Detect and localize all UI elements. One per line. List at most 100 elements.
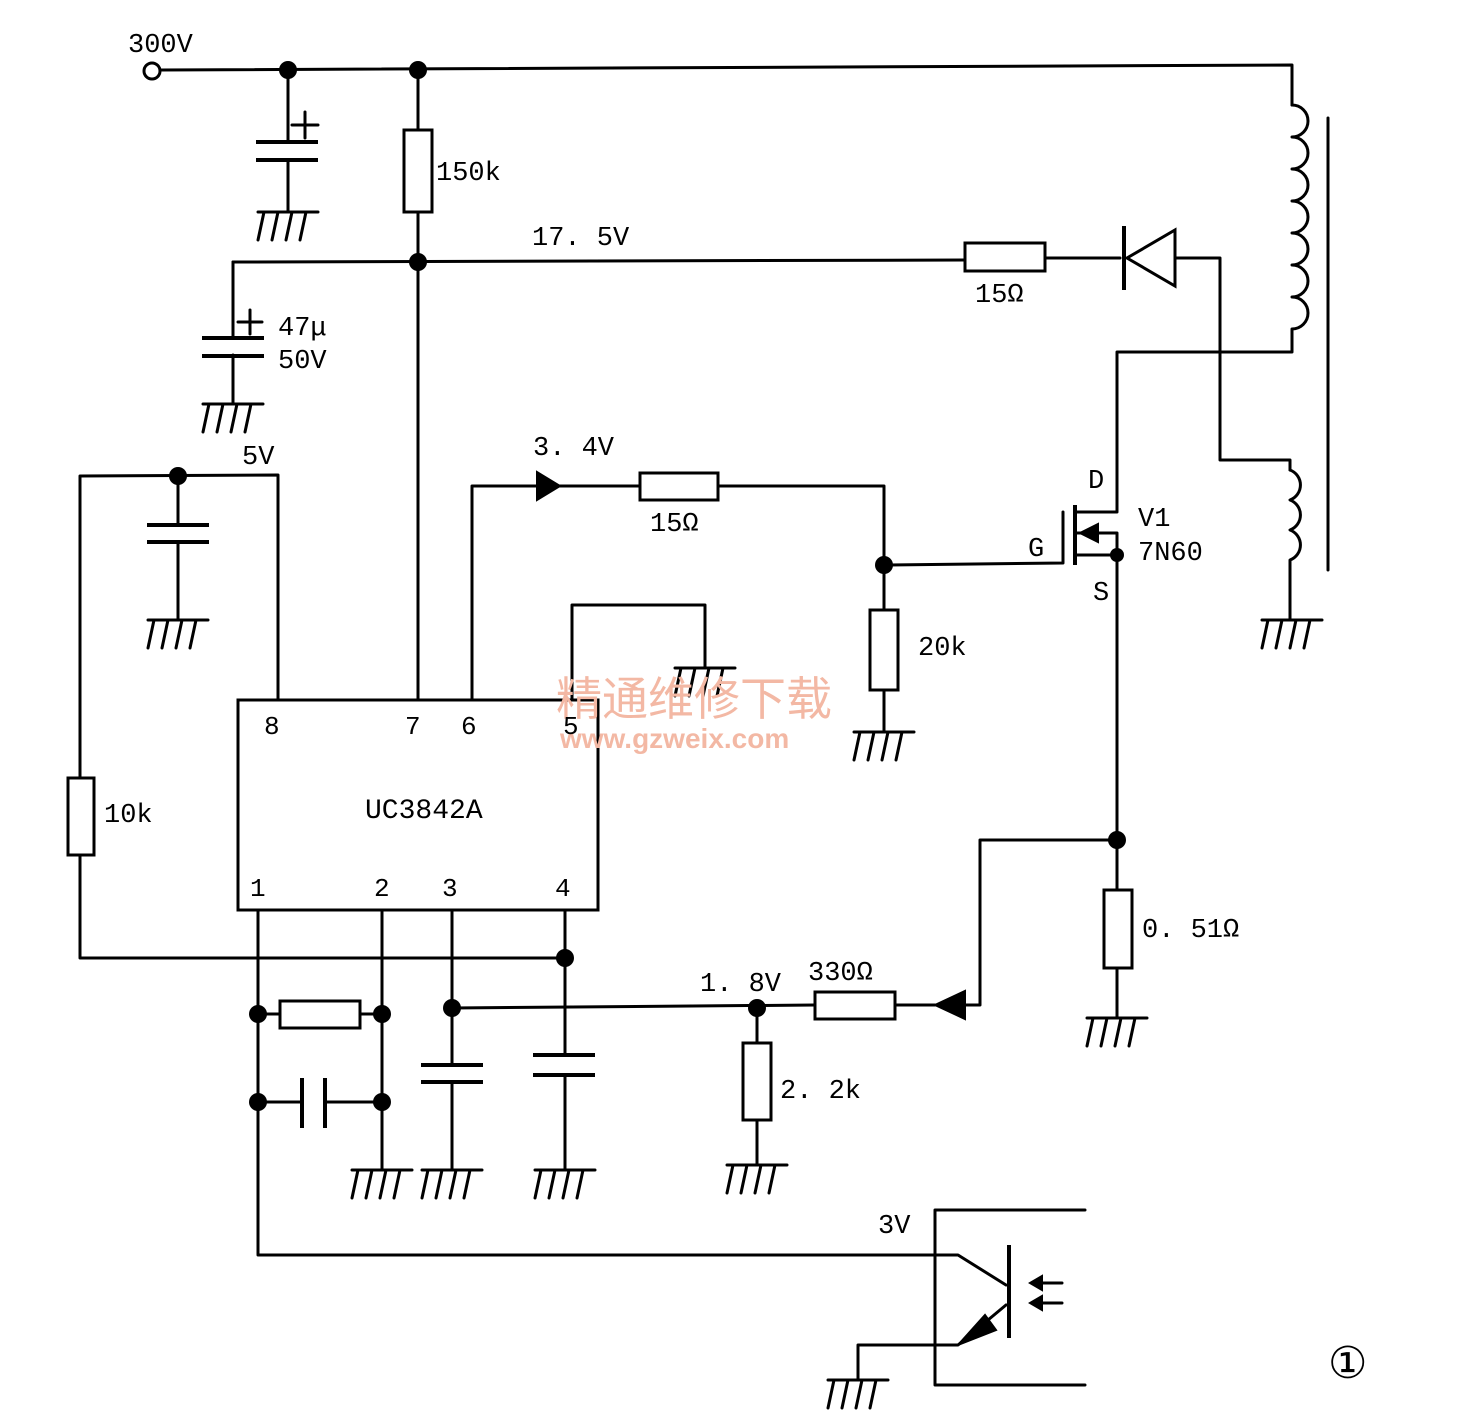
ic-pin-1: 1 — [250, 874, 266, 904]
ground-icon — [1085, 1016, 1149, 1048]
wire-300v-rail — [158, 63, 1294, 107]
label-3v: 3V — [878, 1212, 911, 1242]
ic-pin-8: 8 — [264, 712, 280, 742]
arrow-3v4-icon — [536, 470, 562, 502]
ground-icon — [725, 1163, 789, 1195]
wire-pin5-ground — [570, 603, 707, 702]
resistor-0-51-ohm — [1102, 888, 1134, 970]
ic-pin-6: 6 — [461, 712, 477, 742]
wire-rc-network — [256, 1012, 384, 1104]
junction-dot — [249, 1005, 267, 1023]
label-330-ohm: 330Ω — [808, 959, 873, 989]
polarity-plus-icon — [290, 110, 320, 140]
label-17-5v: 17. 5V — [532, 224, 630, 254]
ground-icon — [533, 1168, 597, 1200]
watermark-site-name: 精通维修下载 — [556, 672, 832, 726]
ic-pin-4: 4 — [555, 874, 571, 904]
wire-opto-body — [856, 1208, 1087, 1387]
capacitor-input-300v — [256, 110, 320, 162]
label-5v: 5V — [242, 443, 275, 473]
ic-uc3842a — [236, 698, 600, 912]
junction-dot — [1108, 831, 1126, 849]
label-1-8v: 1. 8V — [700, 970, 782, 1000]
wire-gate-drive — [470, 484, 1065, 702]
mosfet-v1-icon — [1061, 488, 1119, 565]
junction-dot — [373, 1005, 391, 1023]
polarity-plus-icon — [236, 308, 264, 336]
watermark-url: www.gzweix.com — [559, 723, 789, 754]
resistor-10k — [66, 776, 96, 857]
ground-symbols — [146, 210, 1324, 1410]
junction-dot — [409, 61, 427, 79]
label-drain: D — [1088, 467, 1104, 497]
ground-icon — [673, 666, 737, 698]
primary-winding — [1290, 103, 1310, 347]
junction-dot — [748, 999, 766, 1017]
junctions — [169, 61, 1126, 1111]
resistor-150k — [402, 128, 434, 214]
resistor-330-ohm — [813, 990, 897, 1021]
label-300v: 300V — [128, 31, 194, 61]
resistor-2-2k — [741, 1041, 773, 1122]
input-terminal-icon — [142, 61, 162, 81]
resistor-20k — [868, 608, 900, 692]
transformer-icon — [1288, 103, 1330, 622]
wire-pin1 — [256, 908, 937, 1257]
label-source: S — [1093, 579, 1109, 609]
label-47u: 47μ — [278, 314, 327, 344]
ic-part-number: UC3842A — [365, 796, 483, 827]
label-mosfet-part: 7N60 — [1138, 539, 1203, 569]
ground-icon — [201, 402, 265, 434]
resistor-15-ohm-top — [963, 241, 1047, 273]
ic-pin-5: 5 — [563, 712, 579, 742]
junction-dot — [875, 556, 893, 574]
ground-icon — [350, 1168, 414, 1200]
label-20k: 20k — [918, 634, 967, 664]
ground-icon — [420, 1168, 484, 1200]
label-50v: 50V — [278, 347, 327, 377]
ground-icon — [852, 730, 916, 762]
wire-17v5-line — [231, 256, 1292, 472]
label-gate: G — [1028, 535, 1044, 565]
junction-dot — [169, 467, 187, 485]
auxiliary-winding — [1288, 468, 1302, 622]
junction-dot — [409, 253, 427, 271]
wire-primary-to-drain — [1115, 343, 1294, 492]
junction-dot — [443, 999, 461, 1017]
capacitor-comp — [300, 1078, 327, 1128]
ic-pin-3: 3 — [442, 874, 458, 904]
label-15-ohm-top: 15Ω — [975, 281, 1024, 311]
emitter-arrow-icon — [957, 1313, 998, 1346]
wires — [78, 63, 1294, 1387]
capacitor-5v — [147, 523, 209, 544]
optocoupler-icon — [957, 1245, 1064, 1346]
rectifier-diode-icon — [1122, 226, 1177, 290]
ic-pin-7: 7 — [405, 712, 421, 742]
resistor-comp — [278, 999, 362, 1030]
label-2-2k: 2. 2k — [780, 1077, 861, 1107]
label-3-4v: 3. 4V — [533, 434, 615, 464]
figure-number: ① — [1328, 1338, 1367, 1389]
ground-icon — [146, 618, 210, 650]
capacitor-47u — [202, 308, 264, 358]
label-0-51-ohm: 0. 51Ω — [1142, 916, 1239, 946]
label-mosfet-ref: V1 — [1138, 505, 1170, 535]
ground-icon — [256, 210, 320, 242]
wire-5v-vref — [78, 473, 567, 960]
ground-icon — [1260, 618, 1324, 650]
ground-icon — [826, 1378, 890, 1410]
label-15-ohm-gate: 15Ω — [650, 510, 699, 540]
junction-dot — [279, 61, 297, 79]
junction-dot — [556, 949, 574, 967]
junction-dot — [373, 1093, 391, 1111]
junction-dot — [249, 1093, 267, 1111]
capacitor-pin3 — [421, 1063, 483, 1084]
label-150k: 150k — [436, 159, 501, 189]
resistor-15-ohm-gate — [638, 471, 720, 502]
arrow-current-sense-icon — [932, 989, 966, 1021]
capacitor-pin4 — [533, 1053, 595, 1077]
label-10k: 10k — [104, 801, 153, 831]
ic-pin-2: 2 — [374, 874, 390, 904]
